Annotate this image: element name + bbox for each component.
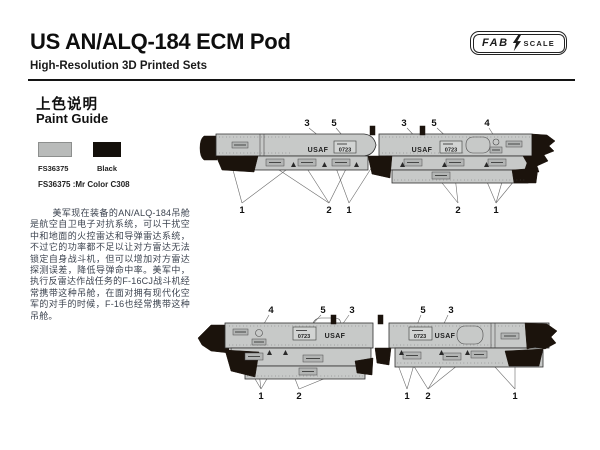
lightning-bolt-icon	[512, 34, 521, 52]
svg-text:3: 3	[401, 118, 406, 129]
header-divider	[28, 79, 575, 81]
paint-guide-heading-zh: 上色说明	[36, 97, 98, 113]
svg-text:USAF: USAF	[412, 147, 433, 154]
svg-text:3: 3	[448, 305, 453, 316]
svg-text:0723: 0723	[414, 334, 426, 340]
description-text: 美军现在装备的AN/ALQ-184吊舱是航空自卫电子对抗系统，可以干扰空中和地面…	[30, 208, 190, 321]
ecm-pod-side-view-right: USAF 0723	[367, 125, 556, 184]
swatch-label-black: Black	[97, 164, 118, 173]
paint-note: FS36375 :Mr Color C308	[38, 180, 130, 189]
svg-text:2: 2	[455, 205, 460, 216]
brand-logo: FAB SCALE	[470, 31, 567, 55]
svg-text:3: 3	[349, 305, 354, 316]
page-title: US AN/ALQ-184 ECM Pod	[30, 29, 291, 54]
brand-logo-frame: FAB SCALE	[472, 33, 565, 53]
svg-text:1: 1	[404, 391, 410, 402]
svg-text:5: 5	[320, 305, 326, 316]
callout-labels-top: 3 5 3 5 4 1 2 1 2 1	[239, 118, 499, 216]
svg-text:1: 1	[346, 205, 352, 216]
pod-diagram-bottom: 0723 USAF 0723 USAF	[197, 305, 558, 402]
svg-text:0723: 0723	[339, 148, 351, 154]
svg-text:2: 2	[296, 391, 301, 402]
ecm-pod-mirror-view-left: 0723 USAF	[197, 314, 374, 380]
svg-text:USAF: USAF	[325, 333, 346, 340]
svg-text:5: 5	[420, 305, 426, 316]
page-subtitle: High-Resolution 3D Printed Sets	[30, 60, 207, 72]
ecm-pod-mirror-view-right: 0723 USAF	[374, 314, 558, 368]
svg-text:0723: 0723	[445, 148, 457, 154]
svg-text:5: 5	[331, 118, 337, 129]
brand-logo-fab-text: FAB	[482, 37, 509, 49]
svg-text:1: 1	[493, 205, 499, 216]
svg-text:2: 2	[326, 205, 331, 216]
callout-labels-bottom: 4 5 3 5 3 1 2 1 2 1	[258, 305, 518, 402]
svg-text:1: 1	[239, 205, 245, 216]
swatch-label-fs36375: FS36375	[38, 164, 69, 173]
svg-text:3: 3	[304, 118, 309, 129]
svg-text:5: 5	[431, 118, 437, 129]
svg-text:0723: 0723	[298, 334, 310, 340]
color-swatch-fs36375	[38, 142, 72, 157]
paint-guide-heading-en: Paint Guide	[36, 111, 109, 126]
ecm-pod-side-view-left: USAF 0723	[199, 125, 377, 173]
svg-text:USAF: USAF	[435, 333, 456, 340]
color-swatch-black	[93, 142, 121, 157]
svg-text:USAF: USAF	[308, 147, 329, 154]
svg-text:4: 4	[484, 118, 490, 129]
pod-diagram-top: USAF 0723 USAF	[199, 118, 556, 216]
svg-text:1: 1	[258, 391, 264, 402]
svg-text:2: 2	[425, 391, 430, 402]
svg-text:1: 1	[512, 391, 518, 402]
svg-text:4: 4	[268, 305, 274, 316]
brand-logo-scale-text: SCALE	[523, 38, 555, 48]
